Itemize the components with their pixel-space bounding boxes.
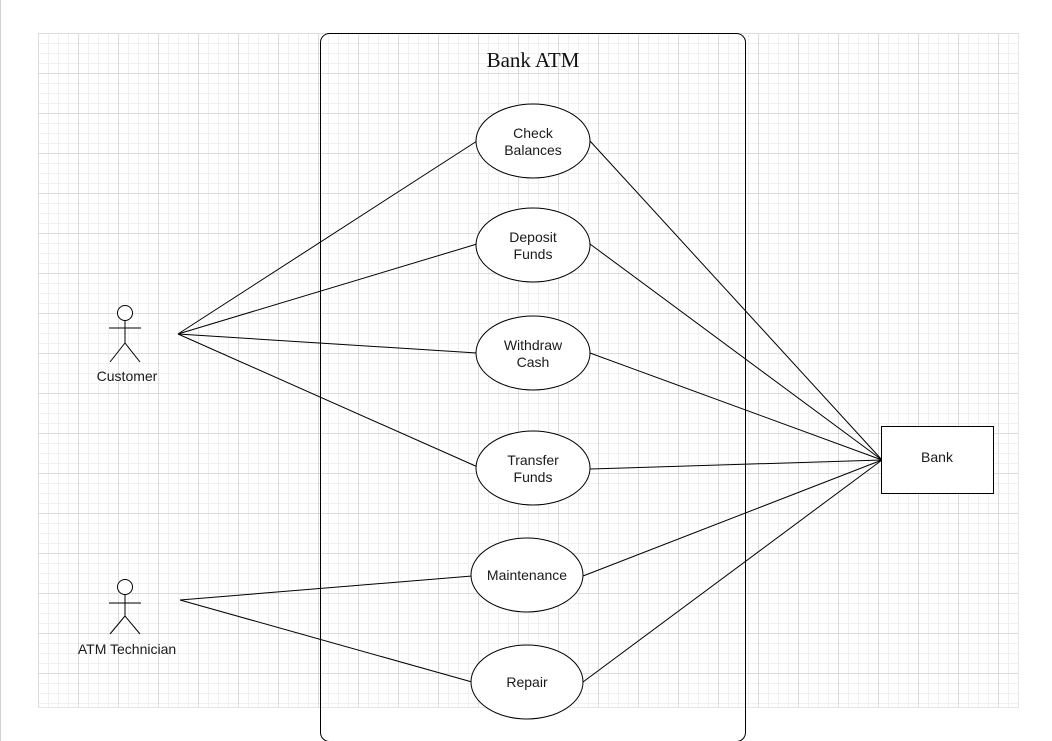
associations	[177, 140, 883, 683]
assoc-withdraw-cash-bank[interactable]	[589, 352, 883, 461]
actor-bank[interactable]: Bank	[881, 426, 994, 494]
use-case-transfer-funds[interactable]: Transfer Funds	[475, 430, 591, 506]
assoc-customer-deposit-funds[interactable]	[177, 243, 478, 335]
stick-figure-icon	[109, 579, 141, 635]
system-title: Bank ATM	[487, 48, 580, 72]
assoc-customer-withdraw-cash[interactable]	[177, 333, 478, 354]
use-case-label-line1: Deposit	[509, 229, 557, 245]
use-case-ellipse[interactable]	[475, 430, 591, 506]
use-case-label-line1: Transfer	[507, 452, 559, 468]
use-case-ellipse[interactable]	[475, 315, 591, 391]
assoc-maintenance-bank[interactable]	[582, 459, 883, 577]
assoc-technician-maintenance[interactable]	[179, 575, 473, 601]
assoc-technician-repair[interactable]	[179, 599, 473, 683]
assoc-check-balances-bank[interactable]	[589, 140, 883, 461]
use-case-withdraw-cash[interactable]: Withdraw Cash	[475, 315, 591, 391]
use-case-ellipse[interactable]	[470, 644, 584, 720]
use-case-label-line2: Cash	[517, 354, 550, 370]
system-boundary-frame[interactable]	[320, 33, 746, 741]
use-case-label-line2: Balances	[504, 142, 562, 158]
assoc-customer-transfer-funds[interactable]	[177, 333, 481, 469]
window-left-edge	[0, 0, 1, 741]
stick-figure-icon	[109, 305, 141, 363]
use-case-repair[interactable]: Repair	[470, 644, 584, 720]
assoc-repair-bank[interactable]	[582, 459, 883, 683]
use-case-label-line2: Funds	[514, 246, 553, 262]
system-boundary[interactable]: Bank ATM	[320, 33, 746, 741]
assoc-customer-check-balances[interactable]	[177, 140, 478, 335]
use-case-label-line1: Withdraw	[504, 337, 563, 353]
use-case-label: Repair	[506, 674, 548, 690]
use-case-ellipse[interactable]	[475, 103, 591, 179]
use-case-label-line2: Funds	[514, 469, 553, 485]
actor-atm-technician[interactable]: ATM Technician	[78, 579, 176, 658]
use-case-check-balances[interactable]: Check Balances	[475, 103, 591, 179]
use-case-deposit-funds[interactable]: Deposit Funds	[475, 207, 591, 283]
use-case-ellipse[interactable]	[475, 207, 591, 283]
use-case-label-line1: Check	[513, 125, 554, 141]
actor-label: ATM Technician	[78, 641, 176, 657]
use-case-label: Maintenance	[487, 567, 567, 583]
assoc-transfer-funds-bank[interactable]	[589, 459, 883, 470]
use-case-ellipse[interactable]	[470, 537, 584, 613]
actor-customer[interactable]: Customer	[97, 305, 158, 385]
assoc-deposit-funds-bank[interactable]	[589, 243, 883, 461]
actor-label: Customer	[97, 368, 158, 384]
use-case-maintenance[interactable]: Maintenance	[470, 537, 584, 613]
bank-box[interactable]	[881, 426, 994, 494]
actor-label: Bank	[921, 449, 954, 465]
